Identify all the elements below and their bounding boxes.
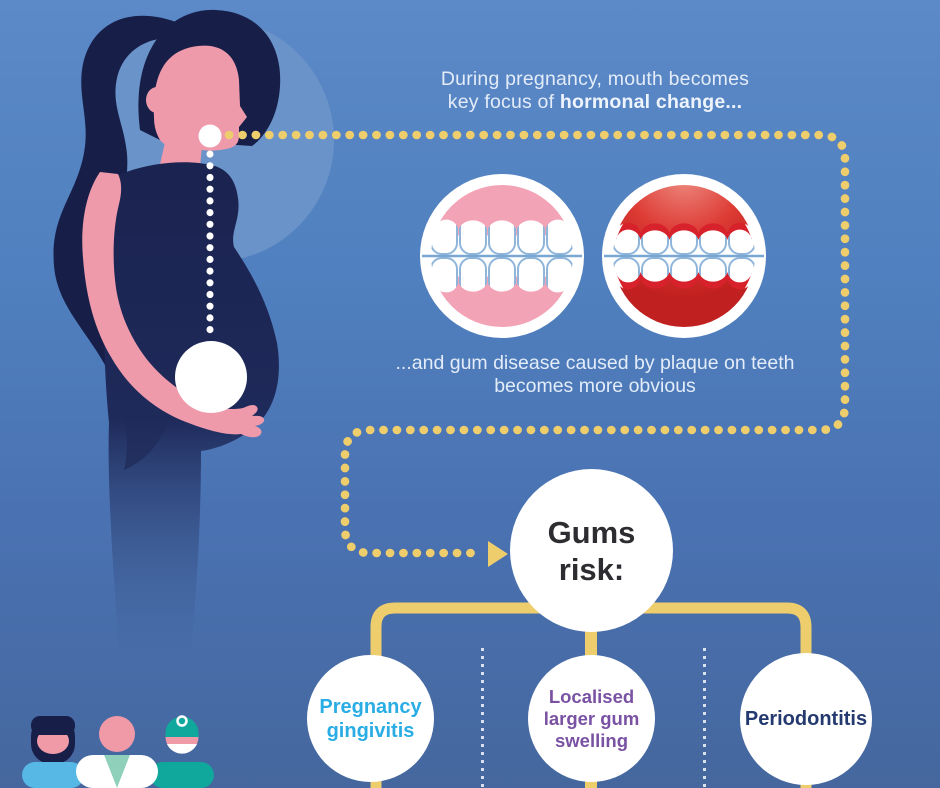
divider-dotted-right [703, 648, 706, 788]
inflamed-gum-bottom [616, 272, 752, 327]
header-line-1: During pregnancy, mouth becomes [440, 68, 750, 90]
risk-circle-pregnancy-gingivitis: Pregnancy gingivitis [307, 655, 434, 782]
teeth [613, 211, 755, 301]
divider-dotted-left [481, 648, 484, 788]
mother-icon [22, 716, 84, 788]
inflamed-gums-icon [602, 174, 766, 338]
flow-arrow-icon [488, 541, 508, 567]
inflamed-gum-top [616, 185, 752, 240]
caption-line-2: becomes more obvious [494, 375, 696, 397]
header-text: During pregnancy, mouth becomes key focu… [370, 68, 820, 114]
caption-line-1: ...and gum disease caused by plaque on t… [395, 352, 795, 374]
face [153, 45, 247, 151]
risk-circle-localised-larger-gum-swelling: Localised larger gum swelling [528, 655, 655, 782]
belly-highlight [175, 341, 247, 413]
care-team-figures [22, 715, 214, 788]
arm [82, 172, 265, 438]
risk-circle-periodontitis: Periodontitis [740, 653, 872, 785]
hub-label-line-1: Gums [547, 514, 636, 550]
teeth [431, 211, 573, 301]
healthy-gums-icon [420, 174, 584, 338]
doctor-icon [76, 716, 158, 788]
pregnant-woman-illustration [53, 9, 334, 656]
caption-text: ...and gum disease caused by plaque on t… [355, 352, 835, 398]
header-line-2: key focus of hormonal change... [447, 91, 743, 113]
gums-risk-hub: Gums risk: [510, 469, 673, 632]
mouth-dot [198, 124, 222, 148]
head-mirror-icon [176, 715, 188, 727]
header-emphasis: hormonal change... [559, 91, 743, 113]
hub-label-line-2: risk: [558, 551, 625, 587]
dentist-icon [150, 715, 214, 788]
